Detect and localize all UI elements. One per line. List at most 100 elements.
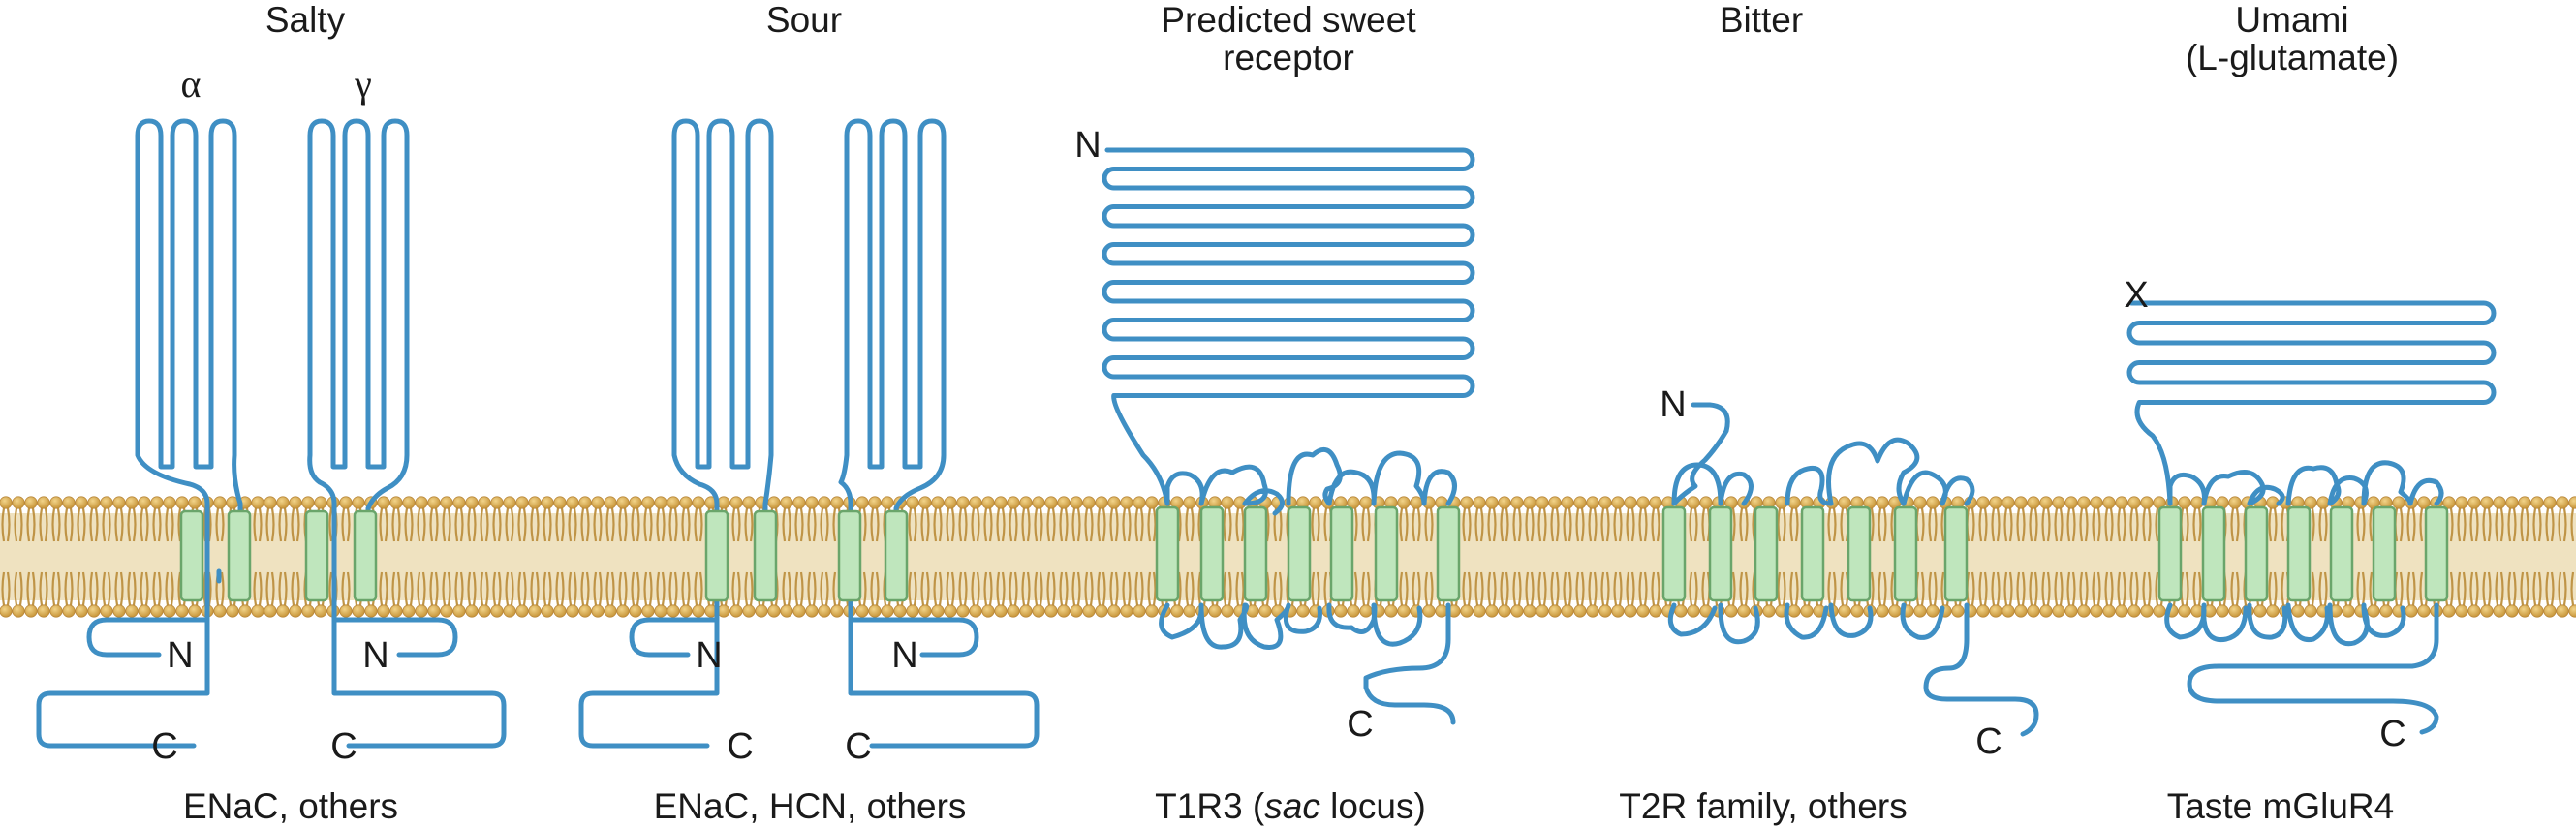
lipid-head [427, 604, 441, 618]
lipid-head [2039, 496, 2053, 509]
lipid-head [62, 496, 76, 509]
lipid-head [1309, 496, 1322, 509]
lipid-head [188, 604, 202, 618]
lipid-head [1699, 496, 1713, 509]
lipid-head [818, 496, 831, 509]
lipid-head [24, 604, 38, 618]
lipid-head [301, 496, 315, 509]
lipid-head [1498, 496, 1511, 509]
lipid-head [1523, 496, 1536, 509]
lipid-head [591, 496, 605, 509]
lipid-head [2493, 496, 2506, 509]
lipid-head [125, 496, 139, 509]
lipid-head [1838, 604, 1851, 618]
lipid-head [2530, 496, 2544, 509]
panel-salty: Salty α γ N N C C ENaC, others [36, 0, 507, 826]
lipid-head [2266, 604, 2280, 618]
lipid-head [389, 496, 403, 509]
lipid-head [2228, 604, 2242, 618]
lipid-head [981, 496, 995, 509]
lipid-head [75, 604, 88, 618]
lipid-head [1876, 604, 1889, 618]
transmembrane-helix [1287, 505, 1312, 602]
lipid-head [2493, 604, 2506, 618]
lipid-head [1687, 604, 1700, 618]
lipid-head [1536, 604, 1549, 618]
lipid-head [138, 604, 151, 618]
lipid-head [1107, 496, 1121, 509]
lipid-head [2530, 604, 2544, 618]
lipid-head [1095, 604, 1108, 618]
transmembrane-helix [884, 509, 909, 602]
lipid-head [1674, 604, 1688, 618]
lipid-head [415, 604, 428, 618]
n-terminus-label: N [362, 635, 388, 676]
lipid-head [339, 604, 353, 618]
lipid-head [12, 604, 25, 618]
lipid-head [616, 496, 630, 509]
lipid-head [1057, 604, 1071, 618]
lipid-head [352, 496, 365, 509]
panel-caption: Taste mGluR4 [2167, 786, 2394, 826]
lipid-head [1221, 496, 1234, 509]
lipid-head [641, 604, 655, 618]
lipid-head [1347, 496, 1360, 509]
lipid-head [1032, 604, 1045, 618]
lipid-head [1120, 604, 1133, 618]
lipid-head [1145, 496, 1159, 509]
lipid-head [1687, 496, 1700, 509]
lipid-head [2379, 604, 2393, 618]
transmembrane-helix [227, 509, 252, 602]
lipid-head [805, 604, 819, 618]
lipid-head [616, 604, 630, 618]
lipid-head [440, 496, 453, 509]
sour-subunit-chain [838, 118, 1040, 749]
lipid-head [49, 604, 63, 618]
transmembrane-helix [753, 509, 778, 602]
lipid-head [415, 496, 428, 509]
lipid-head [918, 604, 932, 618]
lipid-head [2442, 604, 2456, 618]
panel-title-line2: receptor [1223, 38, 1354, 77]
c-terminus-label: C [330, 726, 357, 767]
lipid-head [553, 604, 567, 618]
lipid-head [1548, 496, 1562, 509]
lipid-head [994, 604, 1008, 618]
lipid-head [1636, 496, 1650, 509]
lipid-head [578, 496, 592, 509]
transmembrane-helix [1847, 505, 1872, 602]
lipid-head [1536, 496, 1549, 509]
lipid-head [2014, 496, 2028, 509]
lipid-head [87, 604, 101, 618]
sweet-loop-chain [1164, 446, 1457, 516]
lipid-head [2342, 604, 2355, 618]
panel-caption: T2R family, others [1619, 786, 1907, 826]
lipid-head [2455, 496, 2468, 509]
lipid-head [289, 496, 302, 509]
lipid-head [1762, 604, 1776, 618]
lipid-head [767, 496, 781, 509]
lipid-head [1133, 496, 1146, 509]
lipid-head [1473, 604, 1486, 618]
panel-title: Bitter [1720, 0, 1803, 40]
lipid-head [1561, 496, 1574, 509]
lipid-head [2102, 604, 2116, 618]
lipid-head [440, 604, 453, 618]
lipid-head [1951, 604, 1965, 618]
lipid-head [1926, 496, 1940, 509]
lipid-head [1082, 496, 1096, 509]
lipid-head [679, 496, 693, 509]
lipid-head [289, 604, 302, 618]
lipid-head [465, 496, 479, 509]
lipid-head [1183, 604, 1196, 618]
transmembrane-helix [353, 509, 378, 602]
lipid-head [906, 496, 919, 509]
lipid-head [2077, 604, 2091, 618]
lipid-head [1032, 496, 1045, 509]
lipid-head [301, 604, 315, 618]
lipid-head [1208, 604, 1222, 618]
lipid-head [2518, 604, 2531, 618]
lipid-head [755, 604, 768, 618]
lipid-head [956, 604, 970, 618]
lipid-head [2543, 496, 2557, 509]
